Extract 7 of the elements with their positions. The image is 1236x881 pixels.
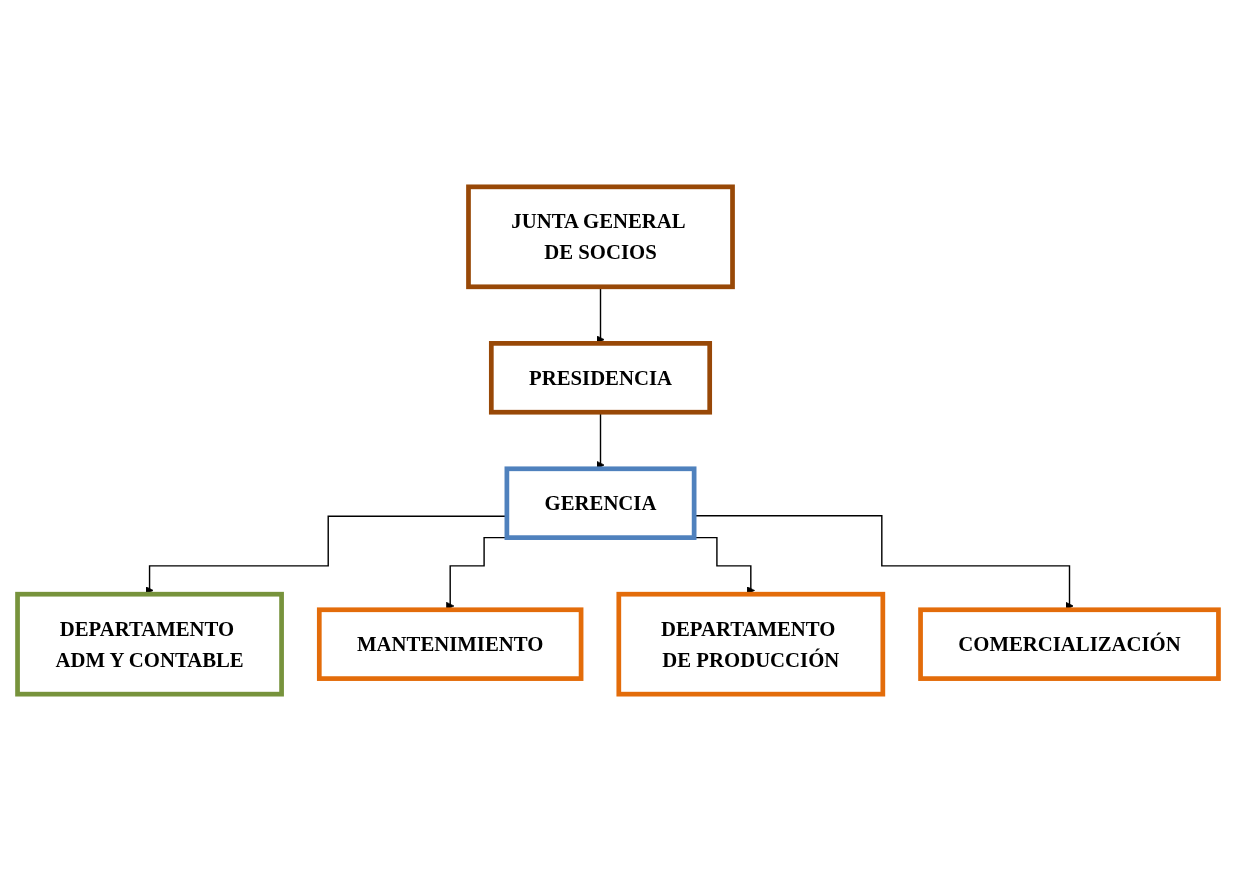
node-box: DEPARTAMENTO ADM Y CONTABLE bbox=[15, 591, 284, 697]
node-box: DEPARTAMENTO DE PRODUCCIÓN bbox=[616, 591, 886, 697]
node-box: GERENCIA bbox=[504, 466, 697, 540]
node-box: MANTENIMIENTO bbox=[316, 607, 584, 681]
node-box: PRESIDENCIA bbox=[488, 341, 713, 415]
node-box: COMERCIALIZACIÓN bbox=[918, 607, 1221, 681]
node-box: JUNTA GENERAL DE SOCIOS bbox=[466, 184, 735, 290]
